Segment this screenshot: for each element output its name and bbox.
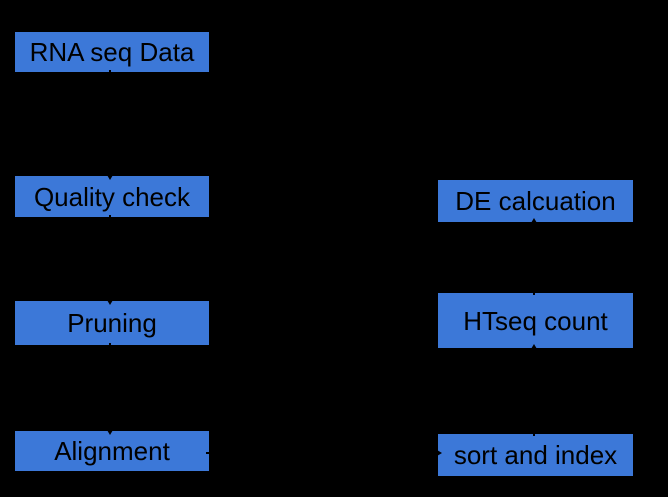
node-label: sort and index [453,440,618,470]
node-alignment: Alignment [15,431,209,471]
node-pruning: Pruning [15,301,209,345]
node-label: Quality check [33,181,191,212]
node-label: Pruning [67,308,157,338]
node-de-calcuation: DE calcuation [438,180,633,222]
node-label: DE calcuation [455,186,616,216]
node-htseq-count: HTseq count [438,293,633,348]
node-label: Alignment [54,436,170,466]
node-sort-and-index: sort and index [438,434,633,476]
node-label: RNA seq Data [29,37,195,67]
node-quality-check: Quality check [15,176,209,217]
node-rna-seq-data: RNA seq Data [15,32,209,72]
node-label: HTseq count [463,305,608,336]
